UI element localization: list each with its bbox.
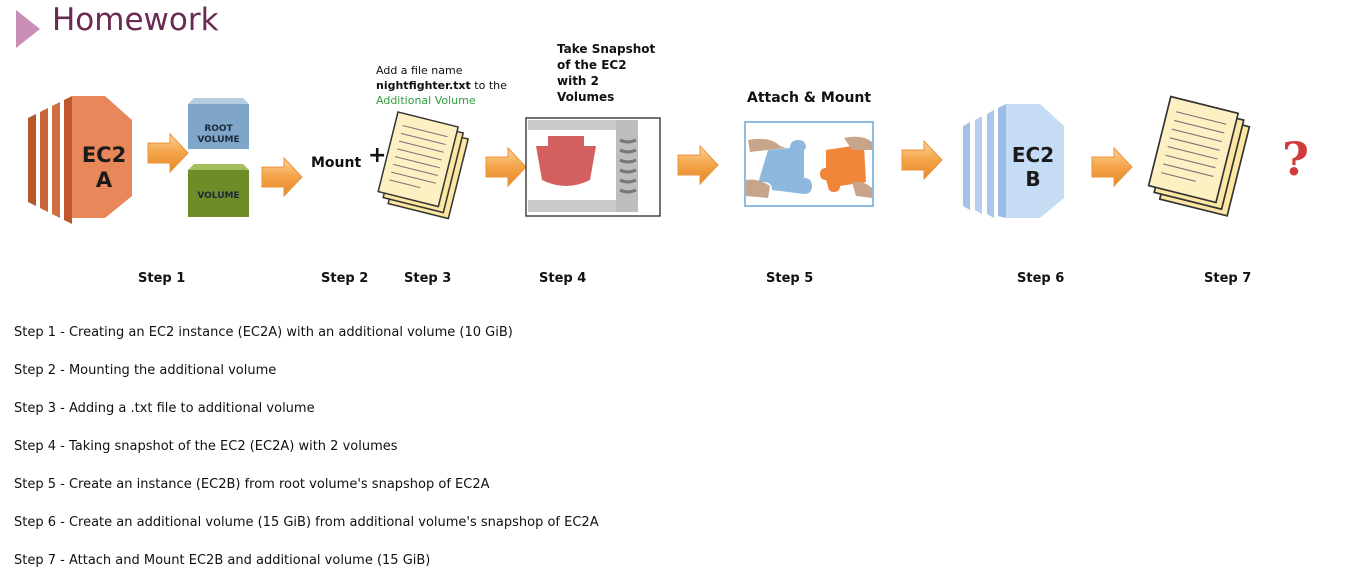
step-description: Step 4 - Taking snapshot of the EC2 (EC2… xyxy=(14,439,398,454)
step-label: Step 6 xyxy=(1017,271,1065,286)
volume-label: VOLUME xyxy=(197,191,240,201)
step-label: Step 5 xyxy=(766,271,814,286)
root-volume-icon xyxy=(188,98,249,149)
arrow-icon xyxy=(901,140,943,180)
step-description: Step 2 - Mounting the additional volume xyxy=(14,363,277,378)
step-description: Step 7 - Attach and Mount EC2B and addit… xyxy=(14,553,431,568)
ec2b-instance-icon xyxy=(963,104,1064,218)
attach-mount-caption: Attach & Mount xyxy=(747,90,872,106)
mount-label: Mount xyxy=(311,155,362,171)
snapshot-caption: Take Snapshot of the EC2 with 2 Volumes xyxy=(557,42,656,104)
step-description: Step 5 - Create an instance (EC2B) from … xyxy=(14,477,490,492)
add-file-caption: Add a file name nightfighter.txt to the … xyxy=(376,64,507,107)
page-title: Homework xyxy=(52,2,219,38)
arrow-icon xyxy=(147,133,189,173)
step-description: Step 1 - Creating an EC2 instance (EC2A)… xyxy=(14,325,513,340)
step-label: Step 3 xyxy=(404,271,452,286)
ec2a-instance-icon xyxy=(28,96,132,224)
volume-icon xyxy=(188,164,249,217)
arrow-icon xyxy=(677,145,719,185)
snapshot-clamp-icon xyxy=(525,117,661,217)
step-description: Step 3 - Adding a .txt file to additiona… xyxy=(14,401,315,416)
root-volume-label: ROOT VOLUME xyxy=(197,124,240,145)
arrow-icon xyxy=(1091,147,1133,187)
step-description: Step 6 - Create an additional volume (15… xyxy=(14,515,599,530)
step-label: Step 2 xyxy=(321,271,369,286)
ec2b-label: EC2 B xyxy=(1011,143,1055,191)
puzzle-pieces-icon xyxy=(744,121,874,207)
filename: nightfighter.txt xyxy=(376,79,471,92)
ec2a-label: EC2 A xyxy=(81,143,127,192)
document-stack-icon xyxy=(1147,95,1251,217)
step-label: Step 7 xyxy=(1204,271,1252,286)
step-label: Step 1 xyxy=(138,271,186,286)
workflow-graphics xyxy=(28,95,1251,224)
question-mark-icon: ? xyxy=(1282,132,1309,186)
document-stack-icon xyxy=(377,111,469,220)
title-marker-icon xyxy=(16,10,40,48)
plus-icon: + xyxy=(368,143,387,168)
arrow-icon xyxy=(261,157,303,197)
arrow-icon xyxy=(485,147,527,187)
step-label: Step 4 xyxy=(539,271,587,286)
